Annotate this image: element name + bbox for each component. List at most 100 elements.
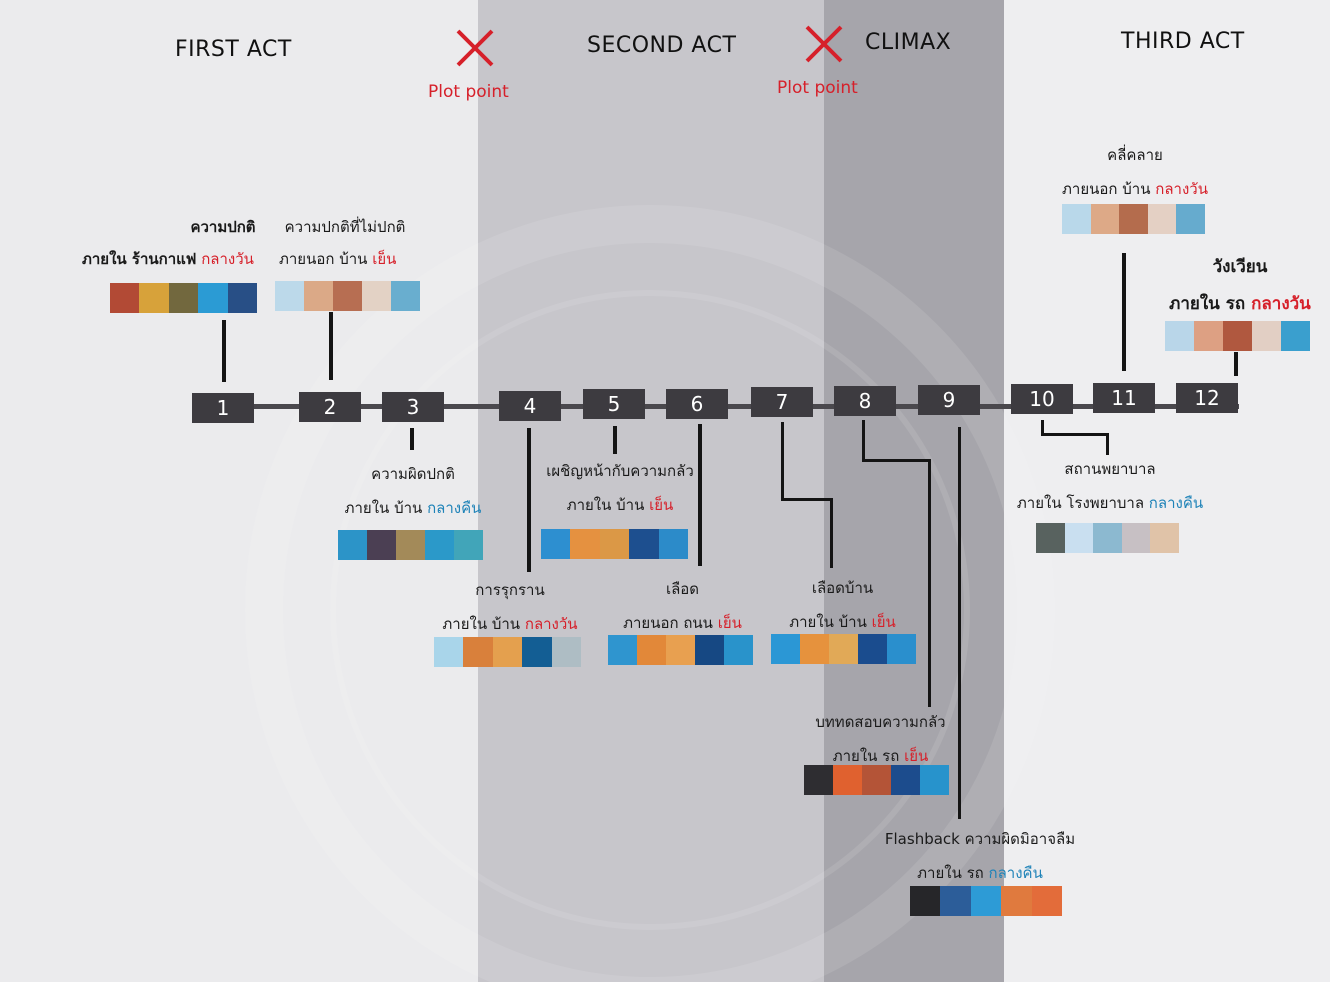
act-title-second: SECOND ACT: [587, 33, 737, 58]
scene-9-palette: [910, 886, 1063, 916]
palette-swatch: [434, 637, 464, 667]
timeline-node-6: 6: [666, 389, 728, 419]
palette-swatch: [1165, 321, 1194, 351]
scene-9-label: Flashback ความผิดมิอาจลืม ภายใน รถ กลางค…: [884, 830, 1076, 882]
connector: [1041, 433, 1109, 436]
connector: [830, 498, 833, 568]
palette-swatch: [891, 765, 920, 795]
palette-swatch: [1119, 204, 1148, 234]
timeline-node-2: 2: [299, 392, 361, 422]
palette-swatch: [338, 530, 367, 560]
palette-swatch: [1147, 204, 1177, 234]
palette-swatch: [1064, 523, 1094, 553]
scene-8-palette: [804, 765, 949, 795]
timeline-node-8: 8: [834, 386, 896, 416]
timeline-node-1: 1: [192, 393, 254, 423]
connector: [862, 459, 930, 462]
scene-4-palette: [434, 637, 582, 667]
palette-swatch: [1090, 204, 1120, 234]
palette-swatch: [1062, 204, 1091, 234]
palette-swatch: [800, 634, 829, 664]
palette-swatch: [1281, 321, 1310, 351]
act-title-first: FIRST ACT: [175, 37, 292, 62]
scene-2-setting: ภายนอก บ้าน เย็น: [279, 250, 397, 268]
plot-point-x-icon: [805, 25, 843, 63]
palette-swatch: [1001, 886, 1032, 916]
palette-swatch: [492, 637, 523, 667]
timeline-node-12: 12: [1176, 383, 1238, 413]
palette-swatch: [862, 765, 891, 795]
connector: [1106, 433, 1109, 455]
scene-12-label: วังเวียน ภายใน รถ กลางวัน: [1169, 257, 1311, 314]
scene-3-label: ความผิดปกติ ภายใน บ้าน กลางคืน: [344, 465, 482, 517]
plot-point-label-1: Plot point: [428, 82, 509, 102]
watermark-seal-inner: [330, 290, 970, 930]
palette-swatch: [858, 634, 887, 664]
scene-12-palette: [1165, 321, 1310, 351]
timeline-node-3: 3: [382, 392, 444, 422]
palette-swatch: [275, 281, 304, 311]
palette-swatch: [829, 634, 858, 664]
scene-1-setting: ภายใน ร้านกาแฟ กลางวัน: [82, 250, 254, 268]
palette-swatch: [599, 529, 630, 559]
scene-5-label: เผชิญหน้ากับความกลัว ภายใน บ้าน เย็น: [546, 462, 694, 514]
plot-point-x-icon: [456, 29, 494, 67]
palette-swatch: [920, 765, 949, 795]
connector: [698, 424, 702, 566]
scene-7-label: เลือดบ้าน ภายใน บ้าน เย็น: [789, 579, 896, 631]
palette-swatch: [570, 529, 600, 559]
scene-11-label: คลี่คลาย ภายนอก บ้าน กลางวัน: [1062, 146, 1208, 198]
palette-swatch: [804, 765, 833, 795]
scene-7-palette: [771, 634, 916, 664]
palette-swatch: [551, 637, 582, 667]
palette-swatch: [771, 634, 800, 664]
palette-swatch: [1036, 523, 1065, 553]
act-title-third: THIRD ACT: [1121, 29, 1245, 54]
palette-swatch: [541, 529, 571, 559]
connector: [862, 420, 865, 462]
palette-swatch: [227, 283, 258, 313]
palette-swatch: [522, 637, 552, 667]
palette-swatch: [887, 634, 916, 664]
palette-swatch: [110, 283, 140, 313]
palette-swatch: [1176, 204, 1205, 234]
scene-6-label: เลือด ภายนอก ถนน เย็น: [623, 580, 742, 632]
connector: [222, 320, 226, 382]
palette-swatch: [608, 635, 637, 665]
palette-swatch: [970, 886, 1002, 916]
palette-swatch: [304, 281, 333, 311]
connector: [928, 459, 931, 707]
palette-swatch: [658, 529, 689, 559]
palette-swatch: [454, 530, 483, 560]
palette-swatch: [463, 637, 493, 667]
timeline-node-11: 11: [1093, 383, 1155, 413]
scene-8-label: บททดสอบความกลัว ภายใน รถ เย็น: [815, 713, 946, 765]
palette-swatch: [1252, 321, 1281, 351]
scene-11-palette: [1062, 204, 1205, 234]
palette-swatch: [168, 283, 199, 313]
palette-swatch: [391, 281, 420, 311]
scene-6-palette: [608, 635, 753, 665]
palette-swatch: [629, 529, 659, 559]
connector: [1234, 352, 1238, 376]
palette-swatch: [198, 283, 228, 313]
connector: [329, 312, 333, 380]
scene-1-palette: [110, 283, 258, 313]
palette-swatch: [695, 635, 724, 665]
palette-swatch: [139, 283, 169, 313]
palette-swatch: [1031, 886, 1063, 916]
palette-swatch: [1223, 321, 1252, 351]
timeline-node-4: 4: [499, 391, 561, 421]
third-act-zone: [1004, 0, 1330, 982]
palette-swatch: [1150, 523, 1179, 553]
scene-2-palette: [275, 281, 420, 311]
palette-swatch: [1121, 523, 1151, 553]
connector: [410, 428, 414, 450]
palette-swatch: [637, 635, 666, 665]
connector: [1041, 420, 1044, 436]
scene-10-label: สถานพยาบาล ภายใน โรงพยาบาล กลางคืน: [1016, 460, 1204, 512]
scene-1-label: ความปกติ: [190, 218, 256, 236]
connector: [958, 427, 961, 819]
palette-swatch: [1194, 321, 1223, 351]
